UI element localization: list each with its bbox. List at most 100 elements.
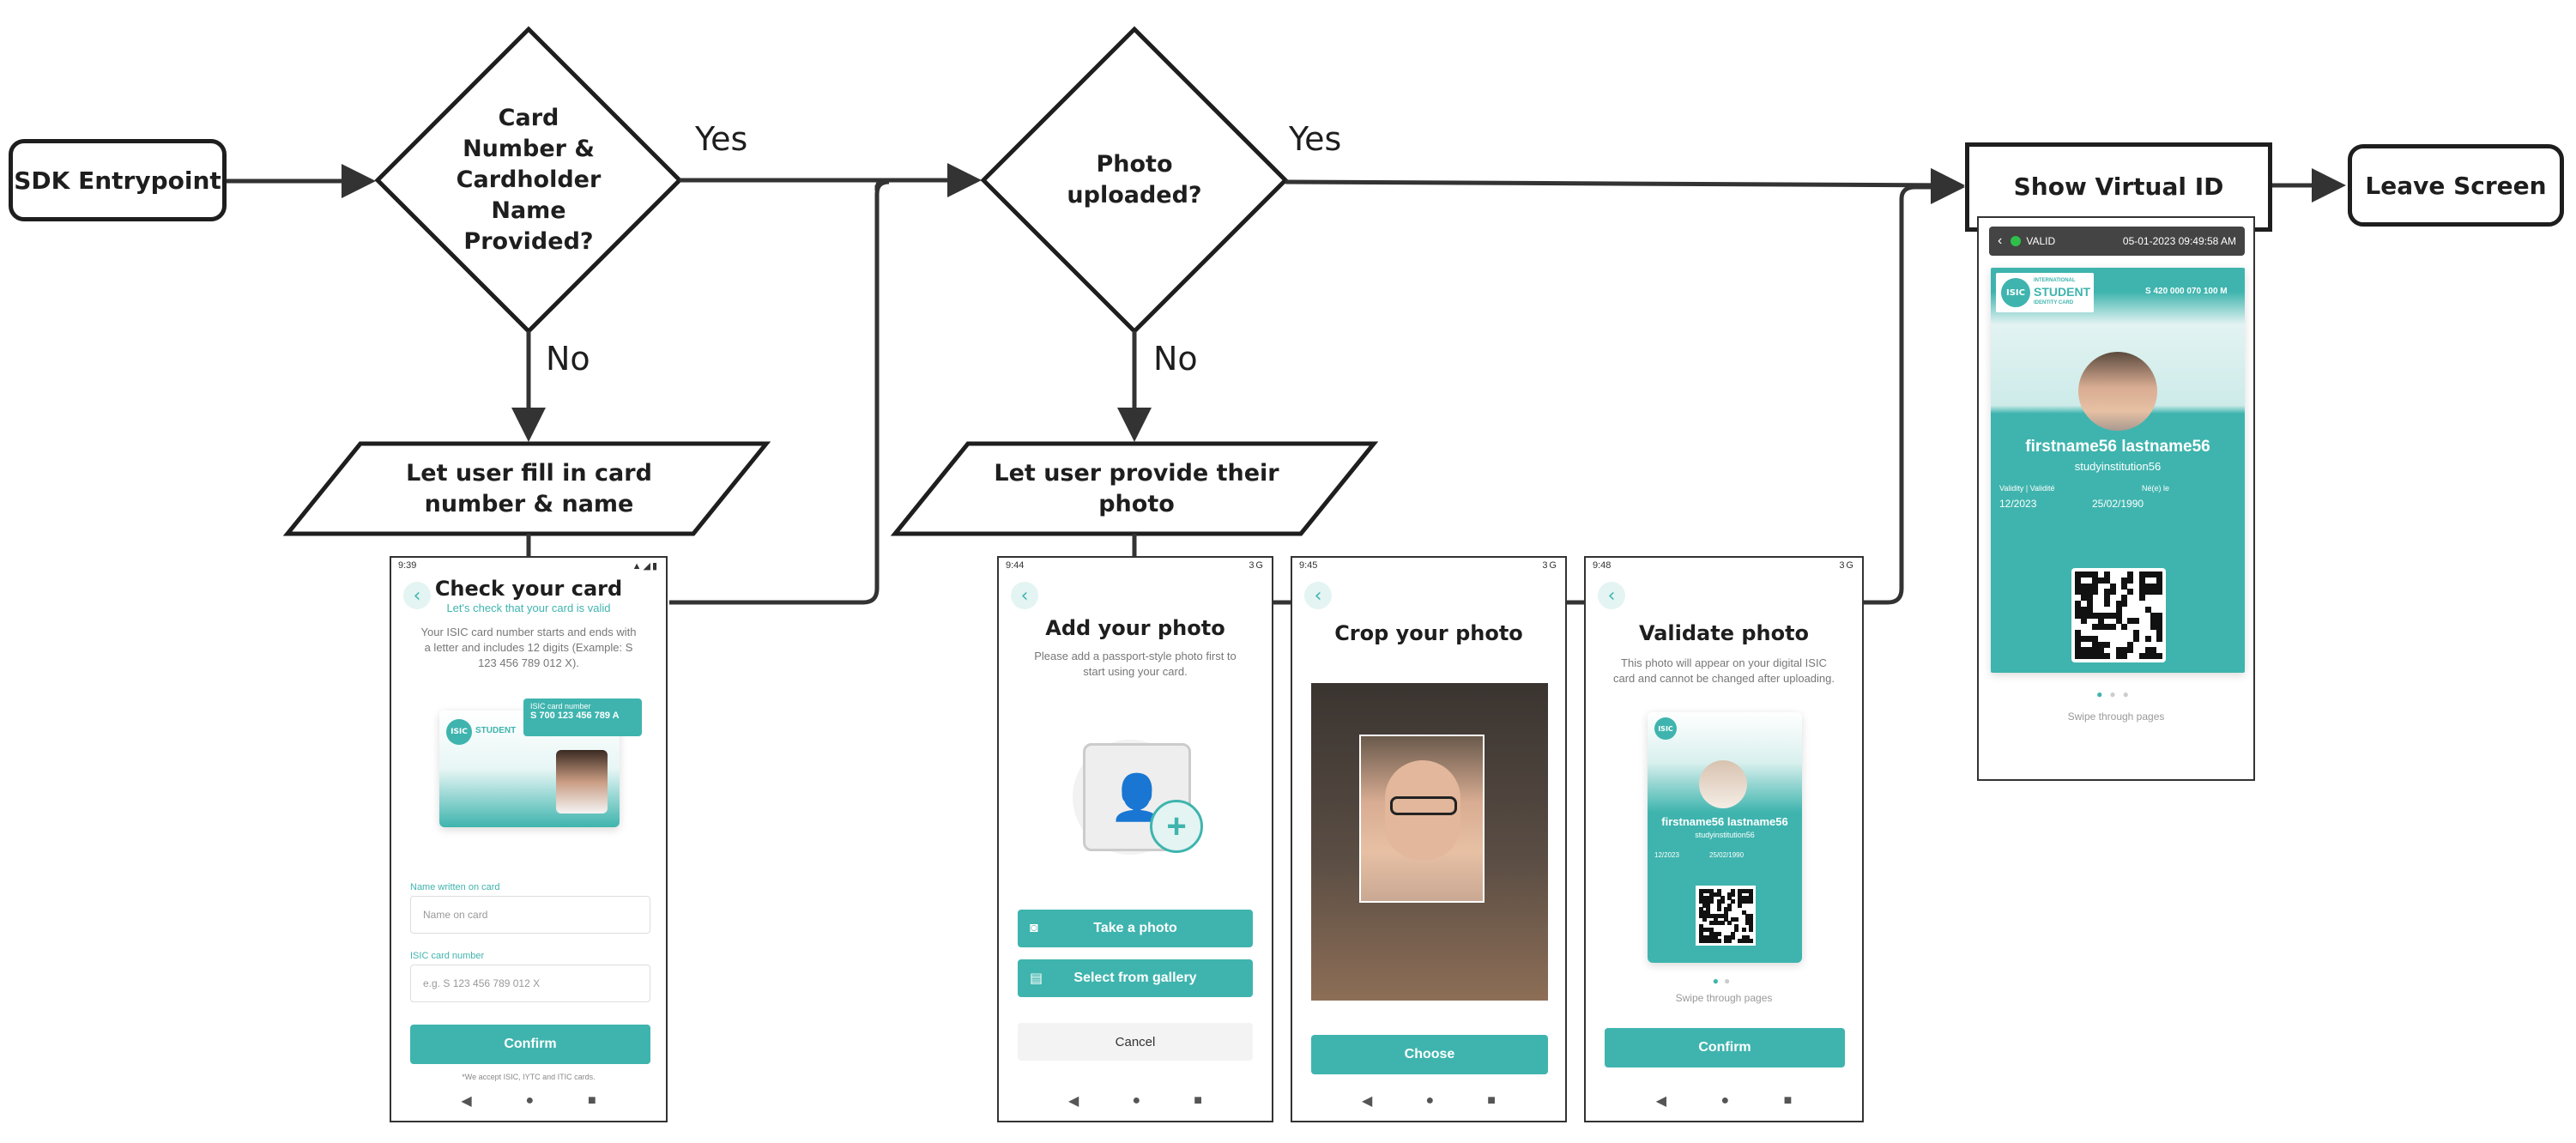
fill-card-line-1: Let user fill in card [406,460,652,487]
born-label: Né(e) le [2142,484,2170,493]
card-photo [2078,352,2157,431]
page-dot[interactable]: ● [2109,688,2123,700]
no-label-card: No [546,340,590,378]
back-button[interactable]: ‹ [1304,582,1332,609]
nav-recents-icon[interactable]: ■ [587,1093,596,1108]
page-dot[interactable]: ● [2122,688,2136,700]
status-icons: ▲◢▮ [632,560,659,572]
page-dot-active[interactable]: ● [2096,688,2110,700]
status-signal: 3G [1249,560,1265,571]
leave-screen-label: Leave Screen [2365,171,2547,200]
decision-photo-line-2: uploaded? [1067,182,1202,209]
show-virtual-id-label: Show Virtual ID [2013,172,2224,201]
nav-home-icon[interactable]: ● [1132,1093,1141,1108]
back-button[interactable]: ‹ [1598,582,1625,609]
glasses-image [1390,796,1457,815]
nav-home-icon[interactable]: ● [1720,1093,1730,1108]
back-chevron-icon[interactable]: ‹ [1998,233,2003,248]
decision-card-line-4: Name [491,197,566,224]
provide-photo-line-2: photo [1098,491,1175,517]
select-gallery-button[interactable]: ▤ Select from gallery [1018,959,1253,997]
status-bar: 9:39 ▲◢▮ [391,558,666,573]
card-institution: studyinstitution56 [1695,831,1755,839]
nav-recents-icon[interactable]: ■ [1194,1093,1202,1108]
nav-home-icon[interactable]: ● [525,1093,535,1108]
status-time: 9:39 [398,560,417,571]
decision-card-line-3: Cardholder [456,166,602,193]
decision-card-line-2: Number & [463,136,595,162]
photo-crop-area[interactable] [1311,683,1548,1001]
android-nav-bar: ◀ ● ■ [1292,1090,1565,1112]
nav-recents-icon[interactable]: ■ [1783,1093,1793,1108]
nav-back-icon[interactable]: ◀ [1655,1094,1667,1109]
page-description: Your ISIC card number starts and ends wi… [420,626,637,669]
validity-label: Validity | Validité [1999,484,2055,493]
nav-back-icon[interactable]: ◀ [1362,1094,1373,1109]
card-number-field[interactable]: e.g. S 123 456 789 012 X [410,965,650,1002]
page-dots: ●●● [1979,688,2253,700]
card-number: S 420 000 070 100 M [2145,287,2228,296]
page-subtitle: Let's check that your card is valid [446,602,611,614]
add-photo-icon[interactable]: + [1150,800,1203,853]
footnote: *We accept ISIC, IYTC and ITIC cards. [462,1073,596,1081]
status-signal: 3G [1542,560,1558,571]
card-validity: 12/2023 [1999,498,2037,510]
name-field-label: Name written on card [410,882,500,892]
isic-logo: ISIC [1654,717,1677,740]
decision-card-label: Card Number & Cardholder Name Provided? [420,103,637,257]
card-student-text: STUDENT [2034,285,2091,299]
card-validity: 12/2023 [1654,851,1679,859]
nav-back-icon[interactable]: ◀ [461,1094,472,1109]
decision-photo-label: Photo uploaded? [1049,146,1220,215]
gallery-icon: ▤ [1030,971,1043,986]
card-student-text: STUDENT [475,726,517,735]
isic-logo: ISIC [446,719,472,745]
card-international-text: INTERNATIONAL [2034,278,2076,283]
page-title: Crop your photo [1334,621,1523,645]
valid-status: VALID [2026,235,2056,247]
choose-button[interactable]: Choose [1311,1035,1548,1074]
valid-dot-icon [2011,236,2022,246]
page-dot-active[interactable]: ● [1712,975,1724,987]
face-image [1385,760,1460,860]
android-nav-bar: ◀ ● ■ [999,1090,1272,1112]
confirm-button[interactable]: Confirm [410,1025,650,1064]
nav-back-icon[interactable]: ◀ [1068,1094,1079,1109]
decision-photo-line-1: Photo [1096,151,1173,178]
provide-photo-line-1: Let user provide their [994,460,1279,487]
nav-recents-icon[interactable]: ■ [1487,1093,1496,1108]
cancel-button[interactable]: Cancel [1018,1023,1253,1061]
page-title: Add your photo [1045,616,1225,640]
camera-icon: ◙ [1030,921,1038,935]
android-nav-bar: ◀ ● ■ [391,1090,666,1112]
person-icon: 👤 [1083,743,1191,851]
sdk-entrypoint-label: SDK Entrypoint [14,166,221,195]
card-born: 25/02/1990 [1709,851,1745,859]
qr-code [2071,568,2166,662]
page-dots: ●● [1586,975,1862,987]
page-description: This photo will appear on your digital I… [1612,656,1835,685]
confirm-button[interactable]: Confirm [1605,1028,1845,1067]
page-dot[interactable]: ● [1724,975,1736,987]
name-field[interactable]: Name on card [410,896,650,934]
card-brand-block: ISIC INTERNATIONAL STUDENT IDENTITY CARD [1996,273,2094,312]
card-photo [1699,760,1747,808]
preview-card: ISIC firstname56 lastname56 studyinstitu… [1648,712,1802,963]
card-number-callout-label: ISIC card number [530,702,591,711]
back-button[interactable]: ‹ [1011,582,1038,609]
card-name: firstname56 lastname56 [1661,815,1788,828]
nav-home-icon[interactable]: ● [1425,1093,1435,1108]
virtual-id-card: ISIC INTERNATIONAL STUDENT IDENTITY CARD… [1991,268,2245,673]
swipe-hint: Swipe through pages [2067,711,2165,723]
crop-frame[interactable] [1359,735,1485,903]
page-title: Validate photo [1638,621,1810,645]
take-photo-button[interactable]: ◙ Take a photo [1018,910,1253,947]
sdk-entrypoint-node: SDK Entrypoint [9,139,227,221]
back-button[interactable]: ‹ [403,582,431,609]
